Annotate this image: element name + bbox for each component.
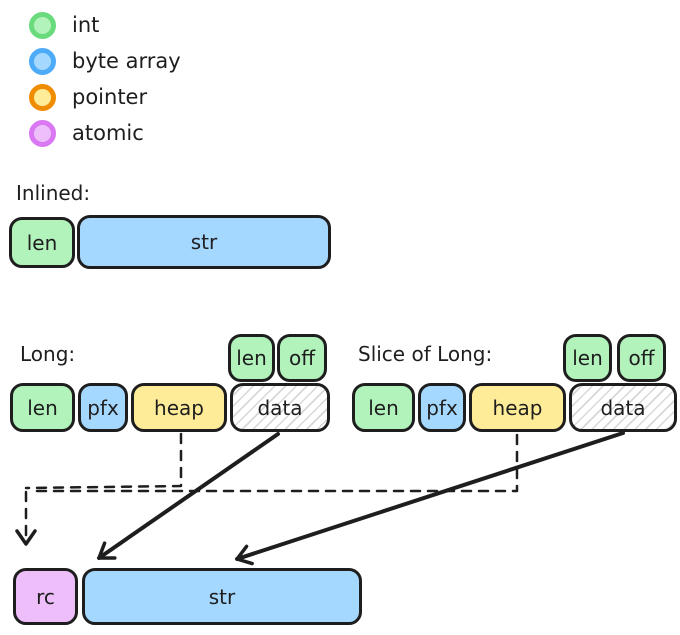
long-overlay-len-cell: len	[228, 334, 275, 382]
slice-data-arrow	[235, 431, 625, 566]
long-heap-dashed-line	[24, 432, 183, 490]
slice-pfx-cell: pfx	[418, 383, 466, 432]
legend-label-byte-array: byte array	[72, 49, 181, 73]
slice-heap-dashed-line	[27, 433, 519, 493]
legend-item-byte-array: byte array	[29, 48, 181, 75]
byte-array-color-swatch	[29, 48, 56, 75]
legend-item-pointer: pointer	[29, 84, 181, 111]
long-data-arrow	[97, 432, 280, 560]
legend: int byte array pointer atomic	[29, 12, 181, 147]
heap-rc-cell: rc	[13, 568, 78, 625]
pointer-color-swatch	[29, 84, 56, 111]
int-color-swatch	[29, 12, 56, 39]
inlined-len-cell: len	[9, 217, 75, 268]
inlined-title: Inlined:	[16, 181, 91, 205]
legend-item-int: int	[29, 12, 181, 39]
slice-heap-cell: heap	[469, 383, 566, 432]
slice-title: Slice of Long:	[358, 342, 493, 366]
long-data-cell: data	[230, 383, 330, 432]
legend-label-int: int	[72, 13, 100, 37]
slice-overlay-len-cell: len	[563, 334, 612, 382]
long-overlay-off-cell: off	[277, 334, 327, 382]
heap-str-cell: str	[82, 568, 362, 625]
legend-item-atomic: atomic	[29, 120, 181, 147]
atomic-color-swatch	[29, 120, 56, 147]
slice-data-cell: data	[569, 383, 677, 432]
inlined-str-cell: str	[77, 215, 331, 269]
long-pfx-cell: pfx	[78, 383, 128, 432]
legend-label-pointer: pointer	[72, 85, 148, 109]
slice-len-cell: len	[352, 383, 415, 432]
long-title: Long:	[20, 342, 76, 366]
slice-overlay-off-cell: off	[617, 334, 666, 382]
long-heap-cell: heap	[131, 383, 227, 432]
long-len-cell: len	[10, 383, 75, 432]
legend-label-atomic: atomic	[72, 121, 144, 145]
